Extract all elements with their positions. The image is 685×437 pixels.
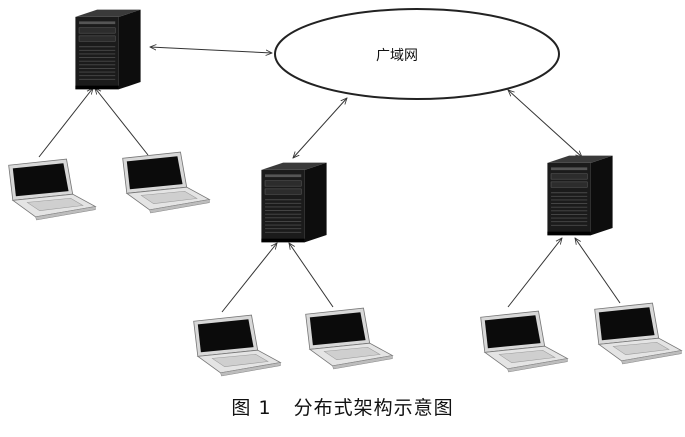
laptop-3-icon xyxy=(193,314,281,377)
link-wan-server3 xyxy=(508,90,582,157)
link-server1-wan xyxy=(150,47,272,53)
laptop-2-icon xyxy=(122,151,210,214)
server-2-icon xyxy=(260,162,328,243)
laptop-5-icon xyxy=(480,310,568,373)
wan-ellipse: 广域网 xyxy=(274,8,560,100)
laptop-6-icon xyxy=(594,302,682,365)
link-wan-server2 xyxy=(293,98,347,158)
figure-caption: 图 1 分布式架构示意图 xyxy=(0,393,685,420)
link-laptop4-server2 xyxy=(289,243,334,308)
server-3-icon xyxy=(546,155,614,236)
server-1-icon xyxy=(74,9,142,90)
link-laptop3-server2 xyxy=(221,243,277,313)
link-laptop1-server1 xyxy=(38,88,93,158)
wan-label: 广域网 xyxy=(376,48,418,64)
link-laptop6-server3 xyxy=(575,238,621,304)
link-laptop5-server3 xyxy=(507,238,562,308)
laptop-4-icon xyxy=(305,307,393,370)
figure-number: 图 1 xyxy=(231,397,272,419)
figure-title: 分布式架构示意图 xyxy=(293,397,454,419)
link-laptop2-server1 xyxy=(95,88,149,156)
laptop-1-icon xyxy=(8,158,96,221)
connections xyxy=(38,47,621,313)
